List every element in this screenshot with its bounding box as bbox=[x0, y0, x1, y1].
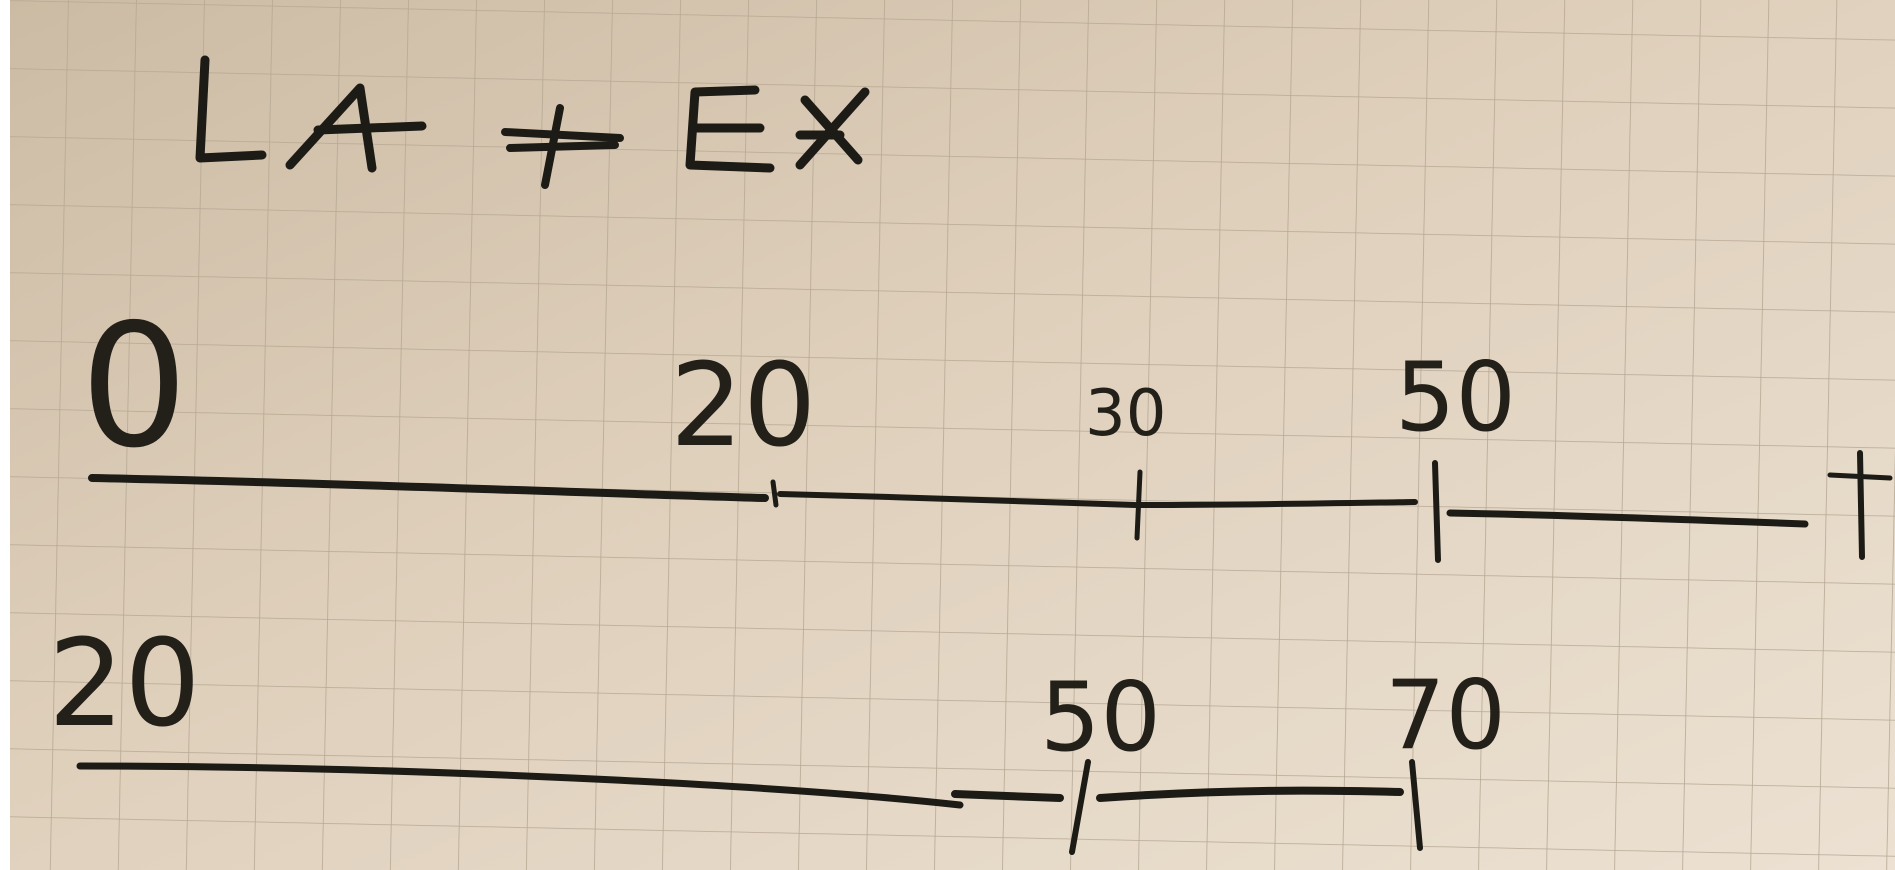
grid-lines bbox=[10, 0, 1895, 870]
timeline-bottom-label-50: 50 bbox=[1040, 663, 1161, 773]
heading-ex bbox=[685, 85, 870, 173]
timeline-top-segment-4 bbox=[1446, 509, 1809, 528]
timeline-top-labels: 0 20 30 50 bbox=[80, 288, 1516, 486]
timeline-top-tick-20 bbox=[770, 479, 779, 508]
timeline-top-segment-2 bbox=[777, 491, 1138, 508]
heading-la bbox=[195, 55, 427, 173]
timeline-bottom-labels: 20 50 70 bbox=[48, 615, 1506, 773]
timeline-top-label-30: 30 bbox=[1085, 377, 1166, 451]
timeline-top-label-50: 50 bbox=[1395, 343, 1516, 453]
timeline-top-segment-1 bbox=[88, 474, 769, 502]
timeline-bottom-segment-1 bbox=[76, 762, 964, 809]
timeline-bottom-segment-2 bbox=[951, 790, 1064, 802]
timeline-top-segment-3 bbox=[1137, 499, 1418, 508]
timeline-bottom-label-70: 70 bbox=[1385, 661, 1506, 771]
timeline-top-tick-30 bbox=[1134, 469, 1143, 541]
timeline-bottom-segment-3 bbox=[1096, 786, 1404, 802]
timeline-bottom-tick-70 bbox=[1409, 759, 1423, 851]
timeline-top-label-0: 0 bbox=[80, 288, 188, 486]
heading-not-equal-sign bbox=[501, 104, 624, 189]
timeline-bottom-label-20: 20 bbox=[48, 615, 201, 754]
timeline-bottom bbox=[76, 759, 1423, 855]
timeline-top-tick-end-cross bbox=[1827, 472, 1893, 481]
timeline-top bbox=[88, 450, 1893, 563]
timeline-bottom-tick-50 bbox=[1069, 759, 1091, 855]
timeline-top-tick-50 bbox=[1432, 460, 1441, 563]
timeline-top-tick-end bbox=[1857, 450, 1865, 560]
timeline-top-label-20: 20 bbox=[670, 339, 816, 473]
